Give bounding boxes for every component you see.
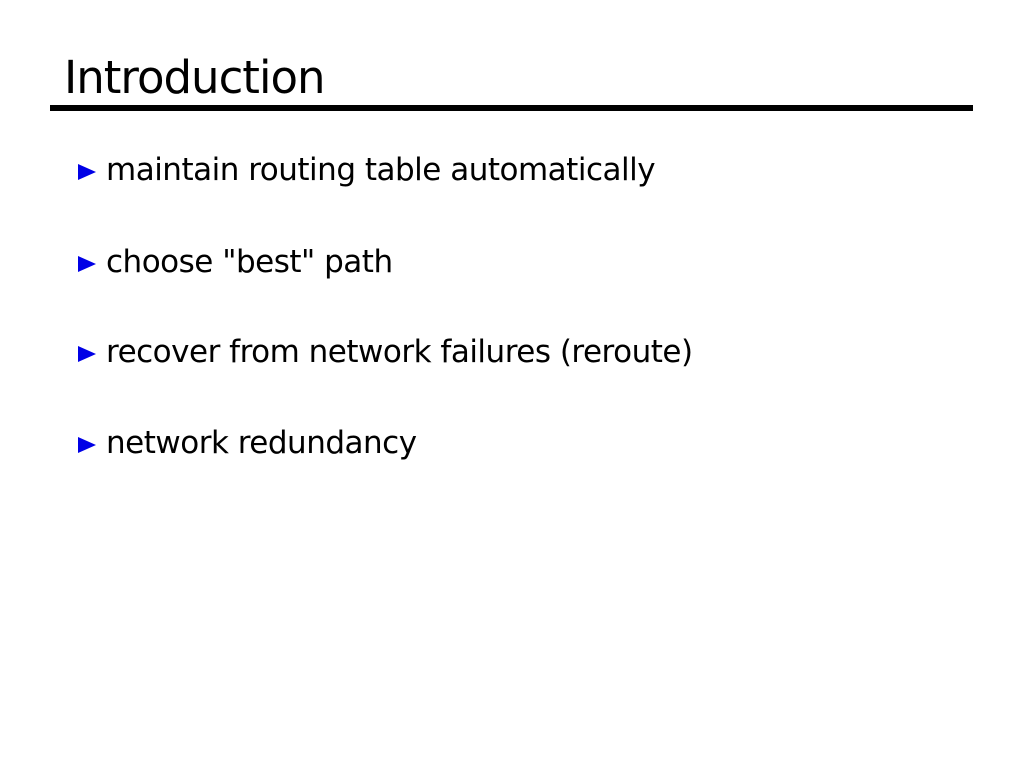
bullet-text: network redundancy [106, 425, 417, 461]
bullet-triangle-icon [78, 255, 96, 272]
bullet-text: maintain routing table automatically [106, 152, 656, 188]
bullet-text: choose "best" path [106, 244, 393, 280]
slide-title: Introduction [64, 51, 326, 104]
list-item: recover from network failures (reroute) [78, 333, 693, 371]
bullet-triangle-icon [78, 436, 96, 453]
bullet-text: recover from network failures (reroute) [106, 334, 693, 370]
list-item: choose "best" path [78, 243, 393, 281]
bullet-triangle-icon [78, 345, 96, 362]
title-underline [50, 105, 973, 111]
list-item: maintain routing table automatically [78, 151, 656, 189]
list-item: network redundancy [78, 424, 417, 462]
bullet-triangle-icon [78, 163, 96, 180]
